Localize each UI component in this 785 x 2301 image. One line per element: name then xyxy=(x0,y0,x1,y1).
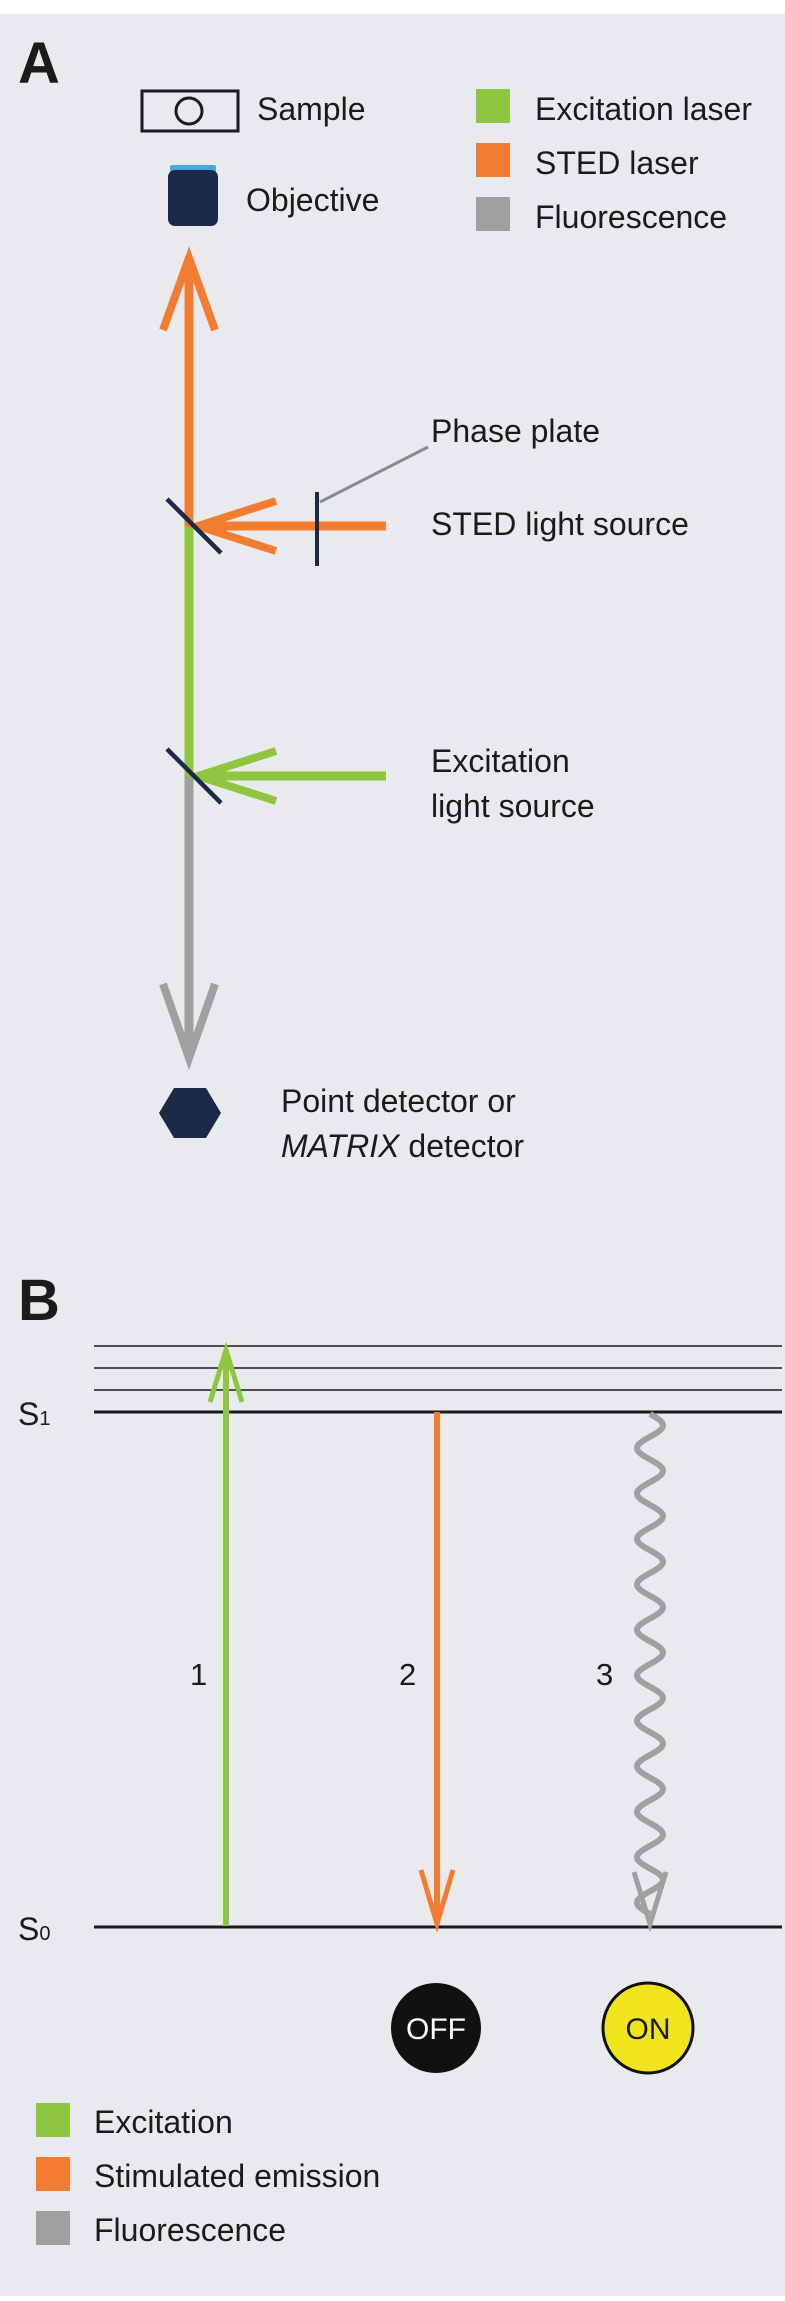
sted-diagram: A Sample Objective Excitation laser STED… xyxy=(18,31,782,2248)
s0-label: S0 xyxy=(18,1911,50,1947)
phase-plate-label: Phase plate xyxy=(431,413,600,449)
transition-2-stimulated-emission-arrow xyxy=(418,1412,456,1933)
legend-a-excitation: Excitation laser xyxy=(535,91,752,127)
excitation-source-label-2: light source xyxy=(431,788,595,824)
s1-label-sub: 1 xyxy=(39,1408,50,1430)
on-badge: ON xyxy=(601,1981,695,2075)
s0-label-s: S xyxy=(18,1911,39,1947)
objective-label: Objective xyxy=(246,182,379,218)
sted-beam-to-objective xyxy=(159,246,219,526)
legend-b-stimulated: Stimulated emission xyxy=(94,2158,380,2194)
legend-a-swatch-sted xyxy=(476,143,510,177)
objective-icon xyxy=(168,165,218,226)
legend-b-swatch-excitation xyxy=(36,2103,70,2137)
detector-label-1: Point detector or xyxy=(281,1083,516,1119)
sample-icon xyxy=(140,89,240,133)
excitation-beam-horizontal xyxy=(184,747,386,805)
legend-b: Excitation Stimulated emission Fluoresce… xyxy=(36,2103,380,2248)
fluorescence-beam-to-detector xyxy=(159,776,219,1071)
transition-2-number: 2 xyxy=(399,1657,416,1692)
panel-b-letter: B xyxy=(18,1268,60,1333)
on-badge-label: ON xyxy=(626,2013,671,2046)
transition-3-number: 3 xyxy=(596,1657,613,1692)
sted-beam-horizontal xyxy=(184,497,386,555)
detector-label-2: MATRIX detector xyxy=(281,1128,524,1164)
dichroic-mirror-upper xyxy=(165,497,223,555)
sted-source-label: STED light source xyxy=(431,506,689,542)
off-badge-label: OFF xyxy=(406,2013,466,2046)
legend-a: Excitation laser STED laser Fluorescence xyxy=(476,89,752,235)
transition-1-number: 1 xyxy=(190,1657,207,1692)
phase-plate-leader-line xyxy=(319,445,429,504)
detector-icon xyxy=(159,1088,221,1138)
transition-3-fluorescence-arrow xyxy=(631,1411,669,1933)
detector-label-matrix: MATRIX xyxy=(281,1128,401,1164)
legend-b-excitation: Excitation xyxy=(94,2104,233,2140)
legend-a-swatch-excitation xyxy=(476,89,510,123)
s1-label-s: S xyxy=(18,1396,39,1432)
excitation-source-label-1: Excitation xyxy=(431,743,570,779)
s0-label-sub: 0 xyxy=(39,1923,50,1945)
legend-b-swatch-fluorescence xyxy=(36,2211,70,2245)
dichroic-mirror-lower xyxy=(165,747,223,805)
legend-a-fluorescence: Fluorescence xyxy=(535,199,727,235)
off-badge: OFF xyxy=(391,1983,481,2073)
transition-1-excitation-arrow xyxy=(207,1341,245,1926)
figure-panel: A Sample Objective Excitation laser STED… xyxy=(0,14,785,2296)
vibrational-levels xyxy=(94,1345,782,1391)
detector-label-rest: detector xyxy=(400,1128,525,1164)
s1-label: S1 xyxy=(18,1396,50,1432)
legend-b-fluorescence: Fluorescence xyxy=(94,2212,286,2248)
legend-b-swatch-stimulated xyxy=(36,2157,70,2191)
legend-a-swatch-fluorescence xyxy=(476,197,510,231)
panel-a-letter: A xyxy=(18,31,60,96)
sample-label: Sample xyxy=(257,91,366,127)
legend-a-sted: STED laser xyxy=(535,145,699,181)
